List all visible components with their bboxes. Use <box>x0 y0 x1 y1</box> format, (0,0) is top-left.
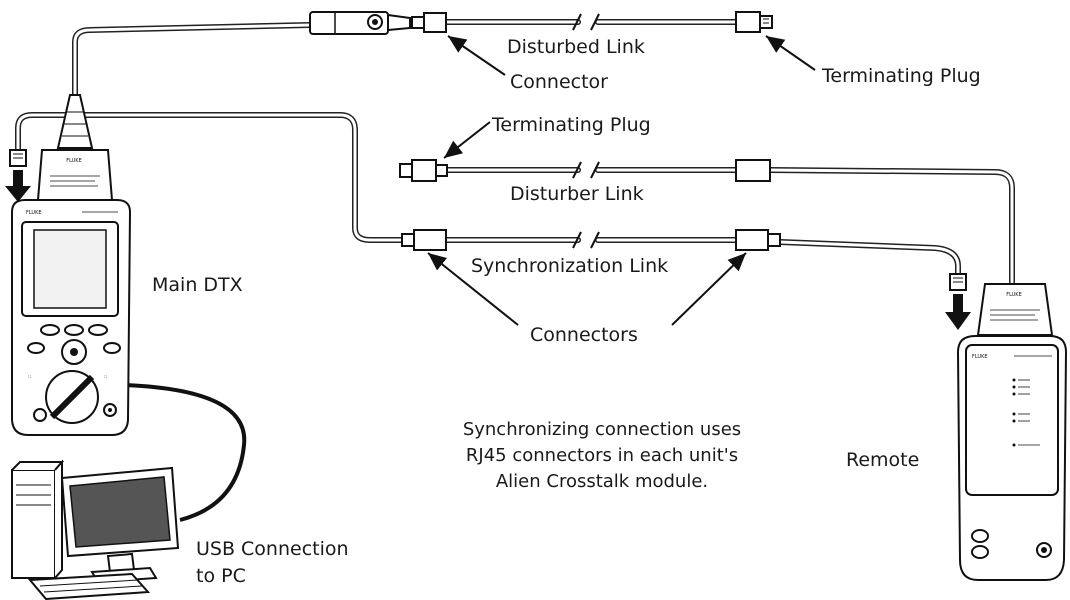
remote-unit: FLUKE FLUKE <box>956 283 1068 581</box>
label-remote: Remote <box>846 449 919 471</box>
label-main-dtx: Main DTX <box>152 274 243 296</box>
arrow-connectors-left <box>427 252 519 326</box>
main-module-brand: FLUKE <box>66 158 82 164</box>
insert-arrow-main <box>5 170 31 202</box>
arrow-connector <box>447 35 506 76</box>
pc-computer <box>11 459 180 600</box>
main-brand: FLUKE <box>26 210 42 216</box>
label-terminating-plug-top: Terminating Plug <box>821 65 981 87</box>
remote-brand: FLUKE <box>972 354 988 360</box>
note-line3: Alien Crosstalk module. <box>496 471 708 492</box>
label-disturber-link: Disturber Link <box>510 183 644 205</box>
adapter-module <box>309 11 411 35</box>
svg-text:::: :: <box>28 374 32 380</box>
terminating-plug-disturbed <box>735 11 773 33</box>
insert-arrow-remote <box>945 294 971 330</box>
arrow-connectors-right <box>671 252 747 326</box>
note-line1: Synchronizing connection uses <box>463 419 741 440</box>
label-terminating-plug-mid: Terminating Plug <box>491 114 651 136</box>
note-line2: RJ45 connectors in each unit's <box>466 445 738 466</box>
connector-disturber-far <box>735 159 771 182</box>
label-disturbed-link: Disturbed Link <box>507 36 645 58</box>
plug-remote-left <box>949 273 967 291</box>
connector-disturbed-near <box>411 12 447 33</box>
arrow-terminating-plug-top <box>765 35 816 71</box>
usb-cable <box>124 383 247 522</box>
synchronization-link-cable <box>15 112 961 278</box>
main-dtx-unit: FLUKE FLUKE :: :: <box>11 94 132 436</box>
disturbed-link-cable <box>72 13 739 98</box>
disturber-link-cable <box>444 161 1015 285</box>
label-usb-line2: to PC <box>196 565 246 587</box>
arrow-terminating-plug-mid <box>443 121 491 159</box>
connector-sync-far <box>735 229 781 251</box>
label-connector: Connector <box>510 71 608 93</box>
terminating-plug-disturber <box>399 159 448 182</box>
svg-text:::: :: <box>104 374 108 380</box>
remote-module-brand: FLUKE <box>1006 292 1022 298</box>
label-synchronization-link: Synchronization Link <box>471 255 668 277</box>
label-connectors: Connectors <box>530 324 638 346</box>
label-usb-line1: USB Connection <box>196 538 349 560</box>
connector-sync-near <box>401 229 447 251</box>
plug-main-left <box>9 149 27 167</box>
annotation-arrows <box>427 35 816 326</box>
